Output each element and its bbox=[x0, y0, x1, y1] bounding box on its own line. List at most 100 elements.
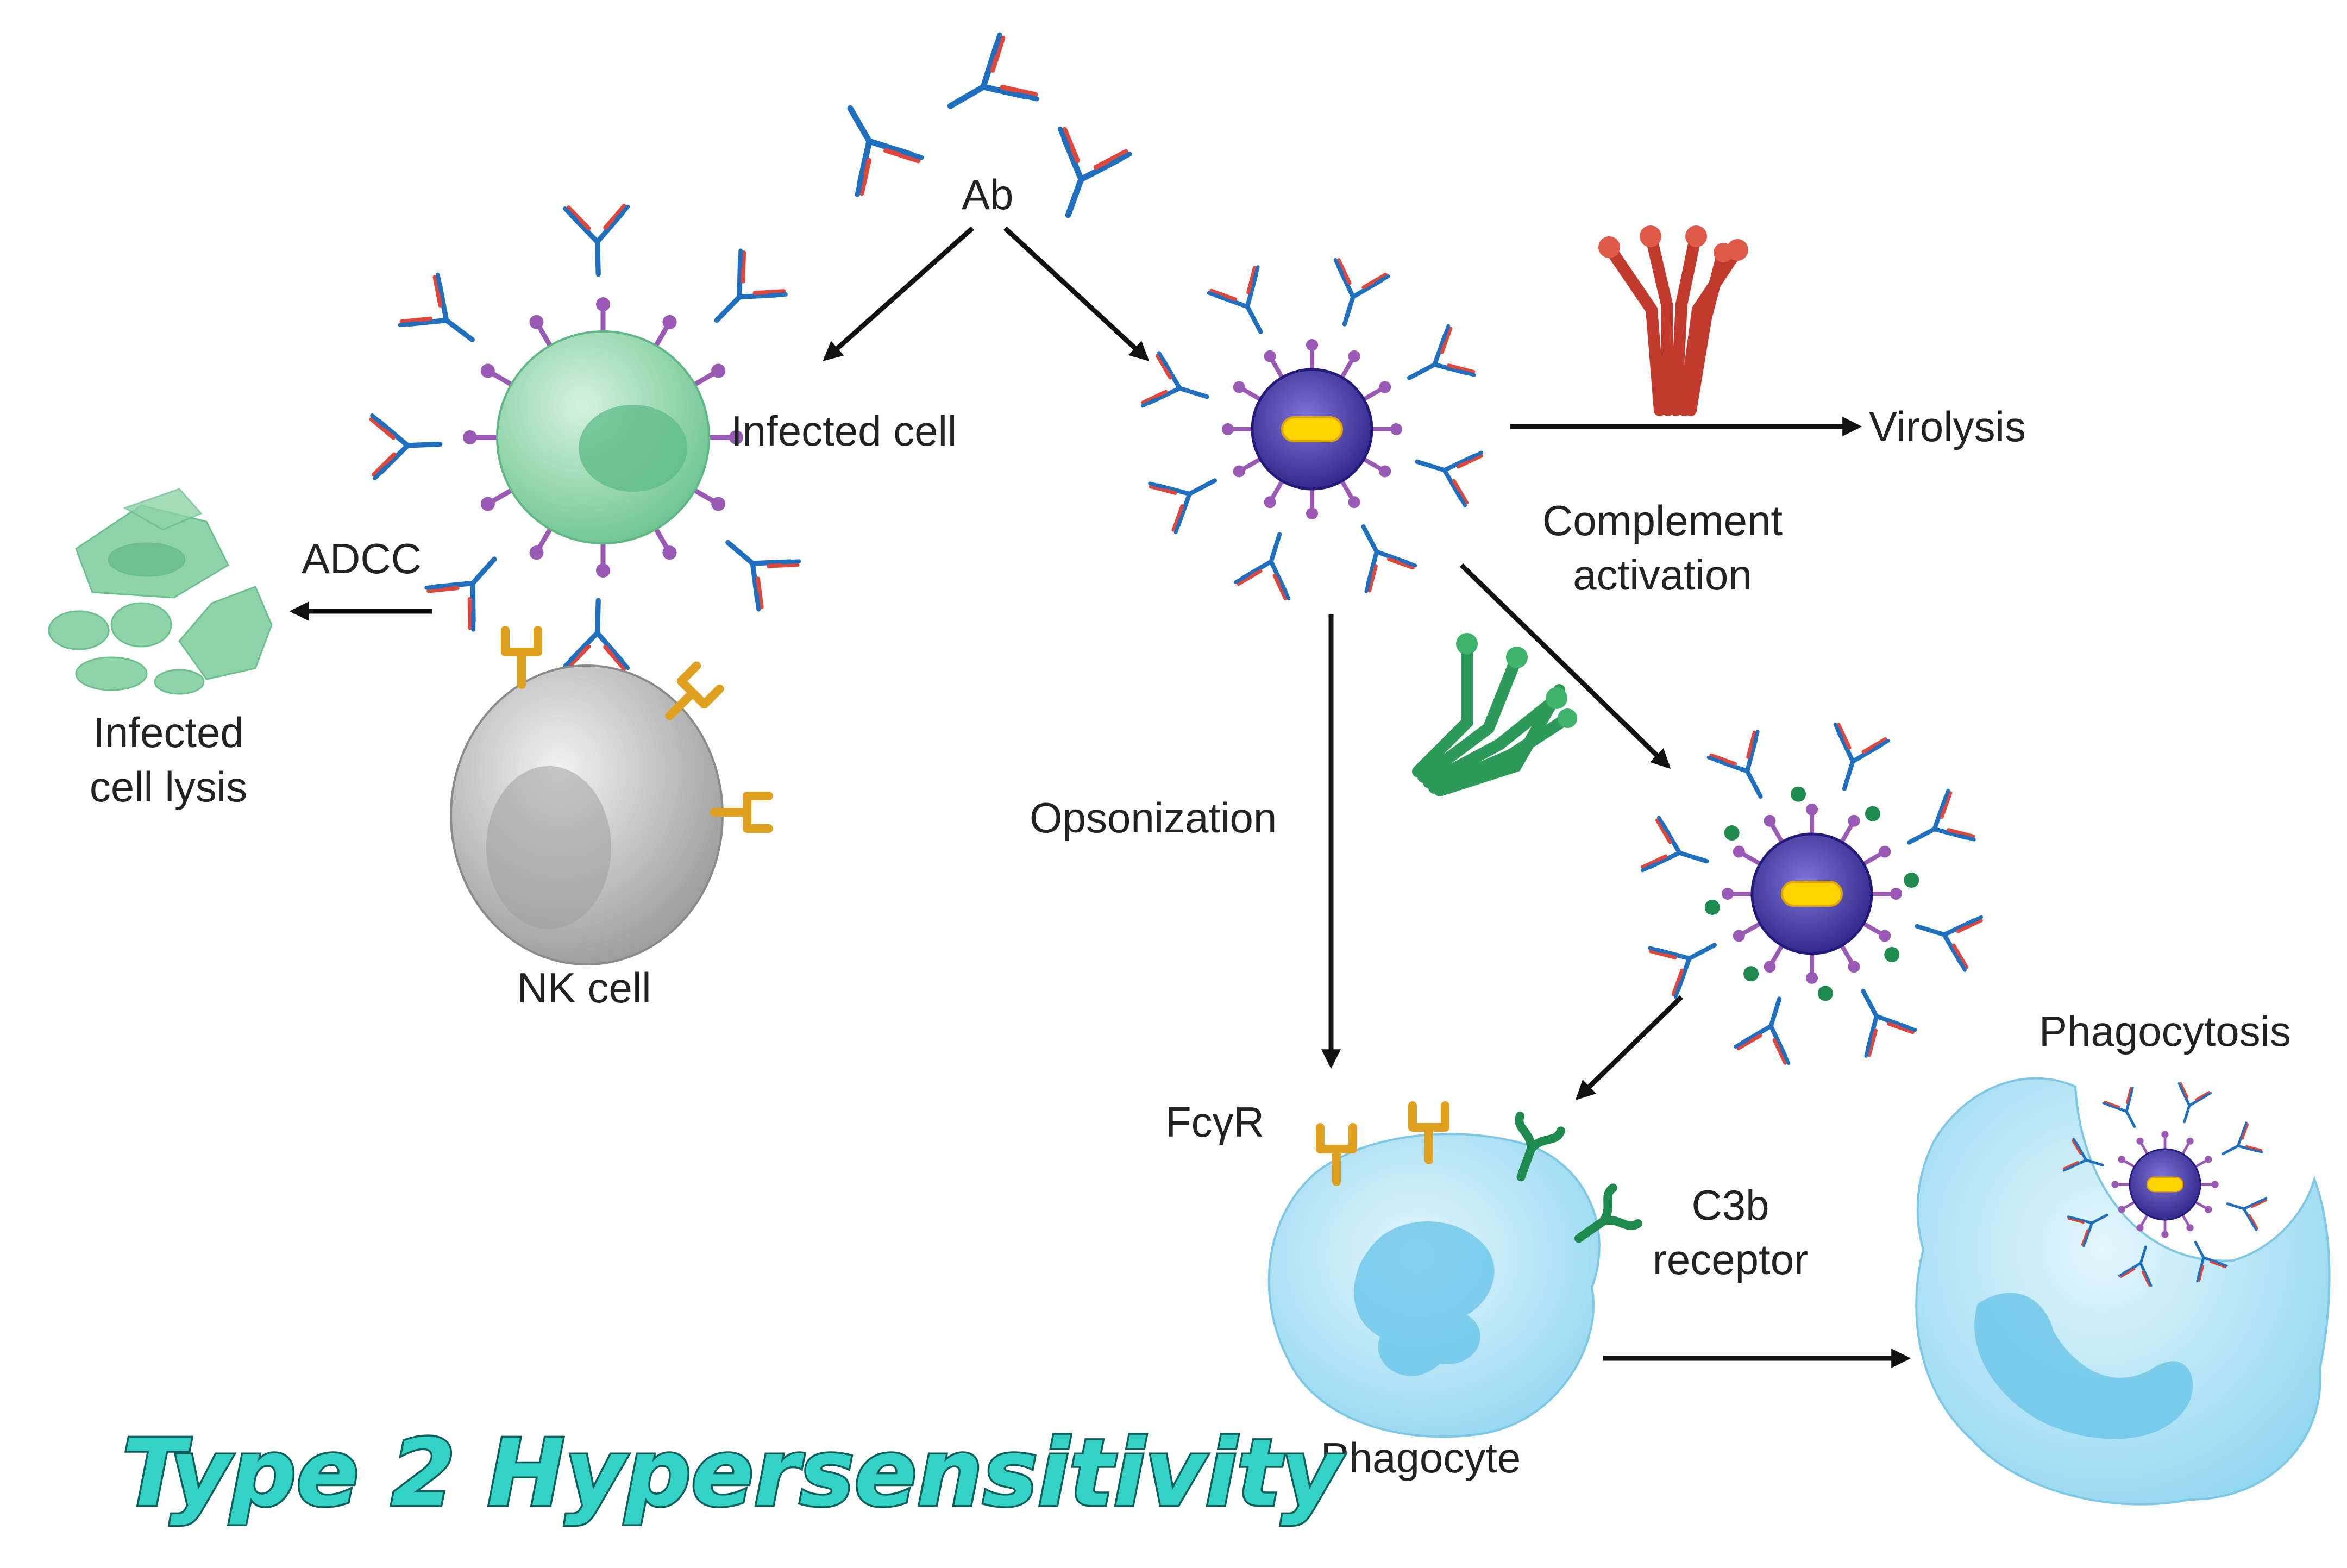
antigen-icon bbox=[2211, 1181, 2219, 1188]
antibody-icon bbox=[1148, 478, 1218, 535]
antibody-icon bbox=[1057, 126, 1132, 218]
antibody-icon bbox=[947, 32, 1039, 109]
viral-genome-icon bbox=[2146, 1176, 2184, 1193]
label-infected-cell: Infected cell bbox=[731, 407, 957, 455]
antibody-icon bbox=[1407, 324, 1476, 380]
antigen-icon bbox=[2136, 1137, 2144, 1145]
fc-receptor-icon bbox=[1316, 1123, 1357, 1186]
antibody-icon bbox=[1861, 988, 1917, 1058]
label-virolysis: Virolysis bbox=[1869, 403, 2026, 450]
label-adcc: ADCC bbox=[302, 535, 422, 582]
c3b-icon bbox=[1817, 986, 1833, 1001]
antibody-icon bbox=[725, 540, 801, 612]
c3b-receptor-icon bbox=[1515, 1112, 1565, 1182]
antibody-icon bbox=[2222, 1121, 2263, 1156]
antibody-icon bbox=[1734, 996, 1791, 1065]
antigen-icon bbox=[1379, 381, 1391, 393]
label-infected-cell-lysis-line1: Infected bbox=[93, 708, 244, 756]
labels: Ab Infected cell ADCC Infected cell lysi… bbox=[90, 171, 2291, 1529]
antibody-icon bbox=[563, 598, 630, 671]
infected-cell bbox=[369, 204, 801, 671]
antigen-icon bbox=[1348, 496, 1360, 509]
antigen-icon bbox=[2118, 1206, 2125, 1213]
antigen-icon bbox=[2205, 1156, 2212, 1163]
antibody-icon bbox=[2118, 1245, 2153, 1287]
antibody-icon bbox=[1361, 524, 1417, 593]
label-infected-cell-lysis-line2: cell lysis bbox=[90, 763, 247, 811]
antigen-icon bbox=[2111, 1181, 2119, 1188]
antigen-icon bbox=[1806, 804, 1818, 816]
antibody-icon bbox=[1415, 450, 1484, 507]
antibody-icon bbox=[2067, 1213, 2108, 1247]
arrow-ab-to-infected-cell bbox=[823, 226, 974, 361]
label-ab: Ab bbox=[962, 171, 1013, 218]
antigen-icon bbox=[1890, 888, 1902, 900]
label-c3b-receptor-line2: receptor bbox=[1653, 1235, 1808, 1283]
antibody-icon bbox=[1234, 532, 1291, 601]
c3b-icon bbox=[1904, 873, 1919, 888]
antigen-icon bbox=[2161, 1231, 2169, 1238]
antibody-icon bbox=[1640, 816, 1709, 873]
antibody-icon bbox=[1140, 351, 1209, 408]
antibody-icon bbox=[1207, 265, 1263, 335]
engulfed-virus bbox=[2062, 1082, 2268, 1287]
antigen-icon bbox=[2161, 1131, 2169, 1138]
antibody-icon bbox=[398, 272, 475, 342]
antigen-icon bbox=[1306, 507, 1318, 519]
antibody-icon bbox=[714, 248, 788, 323]
antigen-icon bbox=[1879, 845, 1891, 858]
viral-genome-icon bbox=[1281, 416, 1343, 442]
antibody-icon bbox=[1706, 730, 1763, 799]
antibody-icon bbox=[847, 105, 924, 197]
antigen-icon bbox=[1733, 930, 1745, 942]
antigen-icon bbox=[1233, 465, 1245, 478]
c3b-icon bbox=[1743, 966, 1759, 982]
antigen-icon bbox=[1722, 888, 1734, 900]
antigen-icon bbox=[2186, 1137, 2194, 1145]
antigen-icon bbox=[1764, 961, 1776, 973]
fc-receptor-icon bbox=[710, 792, 773, 833]
free-antibodies bbox=[847, 32, 1132, 218]
pathway-arrows bbox=[289, 226, 1911, 1368]
antigen-icon bbox=[1733, 845, 1745, 858]
arrow-ab-to-virus bbox=[1003, 226, 1150, 361]
antibody-icon bbox=[1915, 915, 1984, 972]
c3b-receptor-icon bbox=[1574, 1183, 1642, 1243]
nk-cell bbox=[450, 664, 724, 965]
antigen-icon bbox=[1879, 930, 1891, 942]
c3b-icon bbox=[1865, 806, 1880, 821]
label-complement-activation-line1: Complement bbox=[1542, 497, 1783, 544]
nk-fc-receptors bbox=[501, 626, 773, 833]
antibody-icon bbox=[2194, 1241, 2228, 1283]
antigen-icon bbox=[1379, 465, 1391, 478]
antigen-icon bbox=[2205, 1206, 2212, 1213]
label-fcgr: FcγR bbox=[1165, 1098, 1264, 1146]
antibody-icon bbox=[2102, 1086, 2136, 1128]
antigen-icon bbox=[1264, 350, 1276, 362]
antibody-icon bbox=[1833, 722, 1890, 791]
antigen-icon bbox=[1806, 972, 1818, 984]
antigen-icon bbox=[1848, 814, 1860, 827]
arrow-coated-virus-to-phagocyte bbox=[1575, 995, 1684, 1101]
fc-receptor-icon bbox=[1408, 1101, 1449, 1164]
antibody-icon bbox=[2062, 1137, 2104, 1172]
virus-coated-with-c3b bbox=[1640, 722, 1984, 1065]
label-nk-cell: NK cell bbox=[517, 964, 651, 1012]
phagocytosing-cell bbox=[1915, 1077, 2331, 1506]
c3b-icon bbox=[1704, 899, 1720, 915]
c3b-icon bbox=[1884, 946, 1900, 962]
antigen-icon bbox=[1264, 496, 1276, 509]
antigen-icon bbox=[2136, 1224, 2144, 1232]
antigen-icon bbox=[1306, 339, 1318, 351]
antigen-icon bbox=[1233, 381, 1245, 393]
antibody-icon bbox=[2177, 1082, 2212, 1124]
c3b-icon bbox=[1724, 825, 1740, 841]
virus-with-antibodies bbox=[1140, 258, 1484, 601]
fc-receptor-icon bbox=[501, 626, 542, 689]
antibody-icon bbox=[1906, 788, 1976, 845]
label-phagocyte: Phagocyte bbox=[1321, 1434, 1521, 1482]
antigen-icon bbox=[1390, 423, 1402, 435]
lysed-cell-fragments bbox=[48, 488, 273, 695]
title-type-2-hypersensitivity: Type 2 Hypersensitivity bbox=[122, 1420, 1345, 1527]
antibody-icon bbox=[2226, 1197, 2268, 1232]
